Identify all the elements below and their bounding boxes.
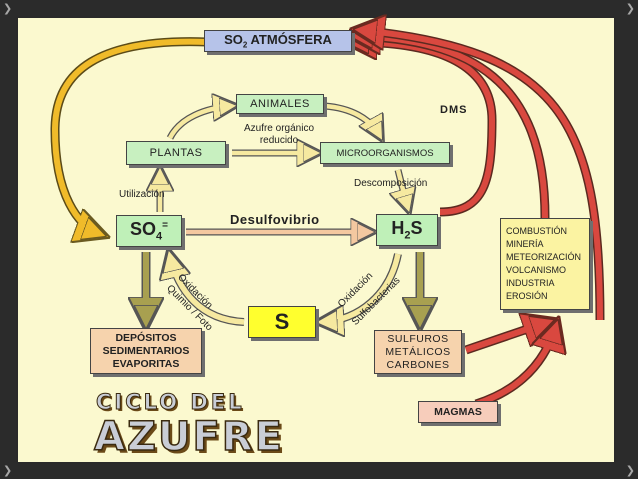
so2-label: SO2 ATMÓSFERA bbox=[224, 32, 332, 50]
arrow-microorganismos-to-h2s bbox=[398, 169, 408, 208]
source-industria: INDUSTRIA bbox=[506, 278, 555, 288]
corner-mark-top-right: ❯ bbox=[625, 2, 635, 15]
desulfovibrio-label: Desulfovibrio bbox=[230, 212, 320, 227]
arrow-h2s-to-so2 bbox=[352, 42, 497, 217]
depositos-box: DEPÓSITOS SEDIMENTARIOS EVAPORITAS bbox=[90, 328, 202, 374]
source-mineria: MINERÍA bbox=[506, 239, 544, 249]
arrow-h2s-to-s bbox=[322, 253, 402, 322]
corner-mark-top-left: ❯ bbox=[3, 2, 13, 15]
utilizacion-label: Utilización bbox=[119, 189, 165, 200]
source-erosion: EROSIÓN bbox=[506, 291, 548, 301]
s-box: S bbox=[248, 306, 316, 338]
h2s-box: H2S bbox=[376, 214, 438, 246]
corner-mark-bottom-right: ❯ bbox=[625, 464, 635, 477]
arrow-s-to-so4 bbox=[170, 256, 245, 326]
magmas-box: MAGMAS bbox=[418, 401, 498, 423]
plantas-box: PLANTAS bbox=[126, 141, 226, 165]
dms-label: DMS bbox=[440, 104, 468, 116]
title-line2: AZUFRE bbox=[93, 413, 284, 461]
arrow-plantas-to-animales bbox=[166, 106, 232, 140]
source-meteorizacion: METEORIZACIÓN bbox=[506, 252, 582, 262]
arrow-so2-to-so4 bbox=[50, 37, 208, 234]
arrow-magmas-to-sources bbox=[474, 326, 556, 409]
title-line1: CICLO DEL bbox=[96, 390, 245, 415]
source-volcanismo: VOLCANISMO bbox=[506, 265, 567, 275]
azufre-organico-label: Azufre orgánico reducido bbox=[243, 123, 315, 146]
descomposicion-label: Descomposición bbox=[354, 178, 428, 189]
sources-box: COMBUSTIÓN MINERÍA METEORIZACIÓN VOLCANI… bbox=[500, 218, 590, 310]
source-combustion: COMBUSTIÓN bbox=[506, 226, 568, 236]
animales-box: ANIMALES bbox=[236, 94, 324, 114]
arrow-sources-to-so2 bbox=[356, 36, 550, 219]
corner-mark-bottom-left: ❯ bbox=[3, 464, 13, 477]
sulfuros-box: SULFUROS METÁLICOS CARBONES bbox=[374, 330, 462, 374]
so2-atmosfera-box: SO2 ATMÓSFERA bbox=[204, 30, 352, 52]
so4-box: SO4= bbox=[116, 215, 182, 247]
arrow-animales-to-microorganismos bbox=[324, 102, 380, 136]
arrow-sulfuros-to-sources bbox=[464, 322, 548, 355]
arrow-outer-to-so2 bbox=[360, 30, 605, 321]
microorganismos-box: MICROORGANISMOS bbox=[320, 142, 450, 164]
